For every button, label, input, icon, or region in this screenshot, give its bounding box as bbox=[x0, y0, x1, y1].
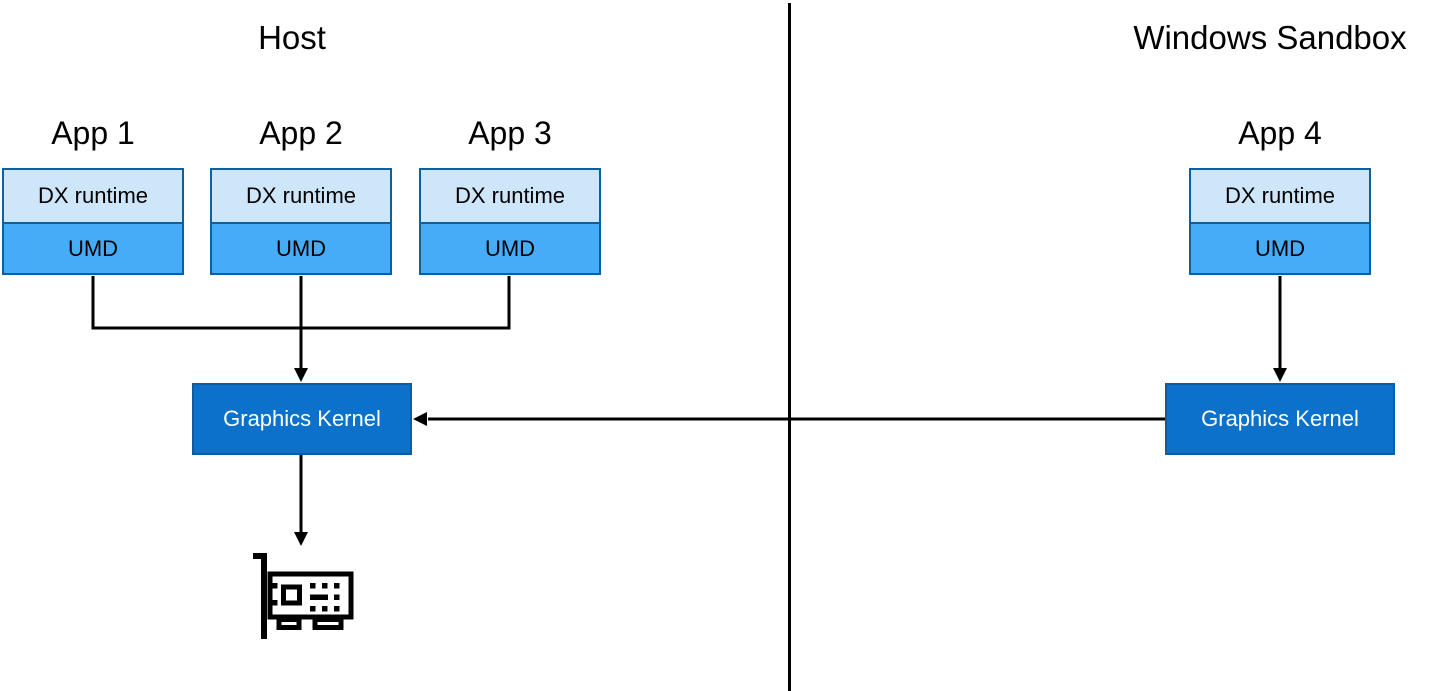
app1-dx-runtime-box: DX runtime bbox=[4, 170, 182, 224]
host-sandbox-divider bbox=[788, 3, 791, 691]
app4-dx-runtime-box: DX runtime bbox=[1191, 170, 1369, 224]
app3-box: DX runtime UMD bbox=[419, 168, 601, 275]
app3-umd-box: UMD bbox=[421, 224, 599, 273]
host-graphics-kernel-box: Graphics Kernel bbox=[192, 383, 412, 455]
app3-dx-runtime-box: DX runtime bbox=[421, 170, 599, 224]
sandbox-zone-title: Windows Sandbox bbox=[1133, 19, 1407, 56]
app3-label: App 3 bbox=[468, 115, 552, 151]
app2-dx-runtime-box: DX runtime bbox=[212, 170, 390, 224]
app2-box: DX runtime UMD bbox=[210, 168, 392, 275]
app4-box: DX runtime UMD bbox=[1189, 168, 1371, 275]
app2-to-kernel-arrowhead bbox=[294, 368, 308, 382]
sandbox-graphics-kernel-box: Graphics Kernel bbox=[1165, 383, 1395, 455]
app4-umd-box: UMD bbox=[1191, 224, 1369, 273]
app1-label: App 1 bbox=[51, 115, 135, 151]
app2-label: App 2 bbox=[259, 115, 343, 151]
app4-label: App 4 bbox=[1238, 115, 1322, 151]
host-zone-title: Host bbox=[258, 19, 326, 56]
kernel-to-gpu-arrowhead bbox=[294, 532, 308, 546]
app1-umd-box: UMD bbox=[4, 224, 182, 273]
gpu-card-icon bbox=[252, 550, 356, 642]
gpu-card-icon-svg bbox=[253, 553, 354, 639]
app1-box: DX runtime UMD bbox=[2, 168, 184, 275]
sandbox-to-host-arrowhead bbox=[413, 412, 427, 426]
app4-to-kernel-arrowhead bbox=[1273, 368, 1287, 382]
app2-umd-box: UMD bbox=[212, 224, 390, 273]
